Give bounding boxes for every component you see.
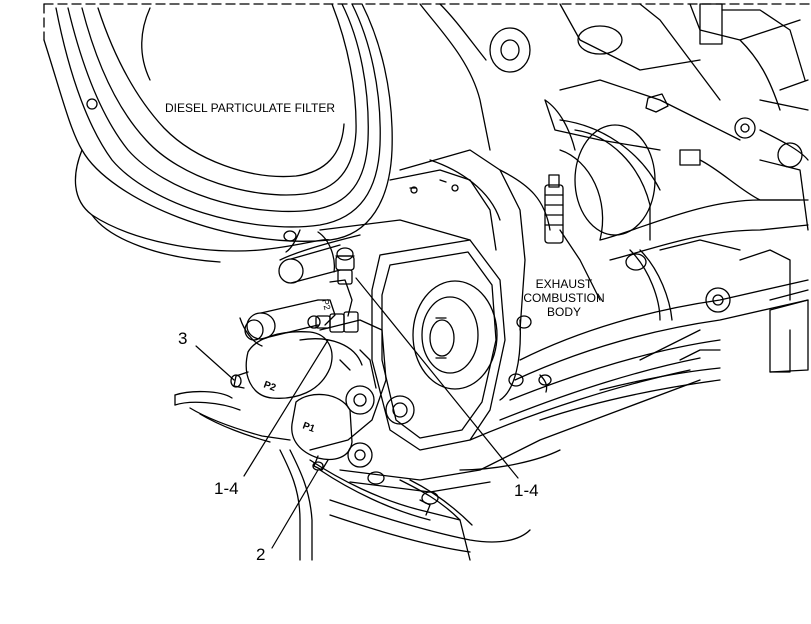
svg-text:P1: P1 xyxy=(301,420,317,435)
leader-2 xyxy=(271,469,319,549)
label-exhaust-combustion-body: EXHAUST COMBUSTION BODY xyxy=(514,277,614,319)
callout-2: 2 xyxy=(256,545,266,564)
callout-3: 3 xyxy=(178,329,188,348)
exhaust-combustion-body xyxy=(389,149,564,401)
leader-1-4-left xyxy=(243,339,329,477)
mounting-flange xyxy=(345,239,506,451)
lower-brackets xyxy=(174,317,701,561)
callout-1-4-right: 1-4 xyxy=(514,481,539,500)
svg-text:P2: P2 xyxy=(320,298,333,311)
right-bracket xyxy=(539,289,809,421)
leader-3 xyxy=(195,345,235,381)
leader-lines xyxy=(195,277,519,549)
engine-upper-right xyxy=(419,3,809,241)
label-exhaust-line3: BODY xyxy=(546,305,581,319)
pressure-sensor-p2: P2 xyxy=(230,331,333,399)
callout-1-4-left: 1-4 xyxy=(214,479,239,498)
svg-text:P2: P2 xyxy=(262,379,278,394)
label-exhaust-line1: EXHAUST xyxy=(535,277,593,291)
leader-1-4-right xyxy=(355,277,519,479)
fittings xyxy=(307,247,359,333)
label-exhaust-line2: COMBUSTION xyxy=(523,291,605,305)
diesel-particulate-filter xyxy=(43,3,393,263)
label-diesel-particulate-filter: DIESEL PARTICULATE FILTER xyxy=(165,101,336,115)
sensor-assembly: P2 xyxy=(246,219,471,451)
